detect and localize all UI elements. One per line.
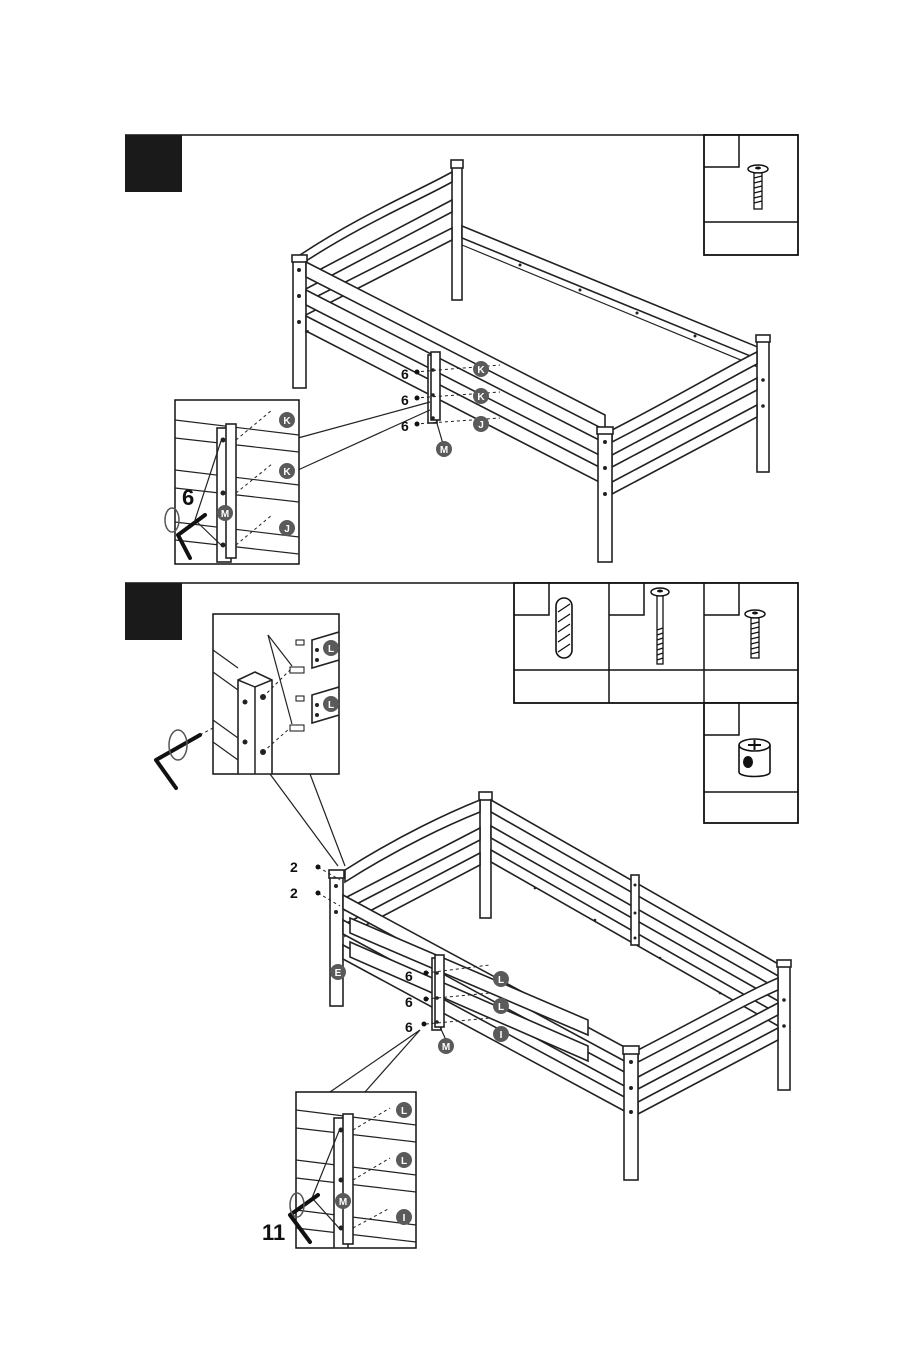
svg-text:L: L [498, 975, 504, 986]
svg-text:I: I [500, 1030, 503, 1041]
inset-2b-badge-l2: L [396, 1152, 412, 1168]
step-2-part-badge-l2: L [493, 998, 509, 1014]
svg-text:J: J [478, 420, 484, 431]
svg-text:L: L [401, 1106, 407, 1117]
inset-2a-badge-l1: L [323, 640, 339, 656]
inset-2b-badge-i: I [396, 1209, 412, 1225]
svg-text:M: M [221, 509, 229, 520]
svg-text:M: M [440, 445, 448, 456]
inset-2b-badge-l1: L [396, 1102, 412, 1118]
step-1-qty-1: 6 [401, 366, 409, 382]
step-1-qty-2: 6 [401, 392, 409, 408]
inset-1-badge-m: M [217, 505, 233, 521]
step-2-top-detail-inset: L L [213, 614, 339, 774]
inset-1-badge-k1: K [279, 412, 295, 428]
step-1-part-badge-m: M [436, 420, 452, 457]
svg-text:J: J [284, 524, 290, 535]
svg-text:I: I [403, 1213, 406, 1224]
step-1-part-badge-j: J [473, 416, 489, 432]
cam-nut-icon [739, 739, 770, 777]
svg-text:K: K [477, 365, 485, 376]
inset-2b-badge-m: M [335, 1193, 351, 1209]
step-2-qty-4: 6 [405, 994, 413, 1010]
svg-text:E: E [335, 968, 342, 979]
step-1-bed-frame [292, 160, 770, 562]
step-2-inset-qty: 11 [262, 1220, 285, 1245]
step-1-hardware-screw [704, 135, 798, 255]
step-2-qty-2: 2 [290, 885, 298, 901]
step-2-hardware-row [514, 583, 798, 823]
step-2-part-badge-e: E [330, 964, 346, 980]
svg-text:L: L [401, 1156, 407, 1167]
svg-text:L: L [328, 644, 334, 655]
svg-text:K: K [283, 416, 291, 427]
step-2-qty-3: 6 [405, 968, 413, 984]
svg-text:L: L [498, 1002, 504, 1013]
inset-1-badge-k2: K [279, 463, 295, 479]
step-1-part-badge-k2: K [473, 388, 489, 404]
step-2-qty-5: 6 [405, 1019, 413, 1035]
dowel-icon [556, 598, 572, 658]
svg-text:K: K [477, 392, 485, 403]
step-2-part-badge-i: I [493, 1026, 509, 1042]
svg-text:L: L [328, 700, 334, 711]
step-2-panel: L L [125, 583, 798, 1248]
step-1-panel: 6 6 6 K K J M [125, 135, 798, 564]
step-1-inset-qty: 6 [182, 485, 194, 510]
step-1-detail-inset: 6 K K M J [165, 400, 299, 564]
inset-2a-badge-l2: L [323, 696, 339, 712]
step-1-number-box [125, 135, 182, 192]
svg-text:M: M [442, 1042, 450, 1053]
step-2-part-badge-l1: L [493, 971, 509, 987]
step-1-part-badge-k1: K [473, 361, 489, 377]
allen-key-icon [156, 728, 213, 788]
svg-text:M: M [339, 1197, 347, 1208]
step-2-part-badge-m: M [438, 1027, 454, 1054]
inset-1-badge-j: J [279, 520, 295, 536]
svg-text:K: K [283, 467, 291, 478]
step-2-qty-1: 2 [290, 859, 298, 875]
step-2-number-box [125, 583, 182, 640]
step-2-bottom-detail-inset: L L M I [296, 1092, 416, 1248]
